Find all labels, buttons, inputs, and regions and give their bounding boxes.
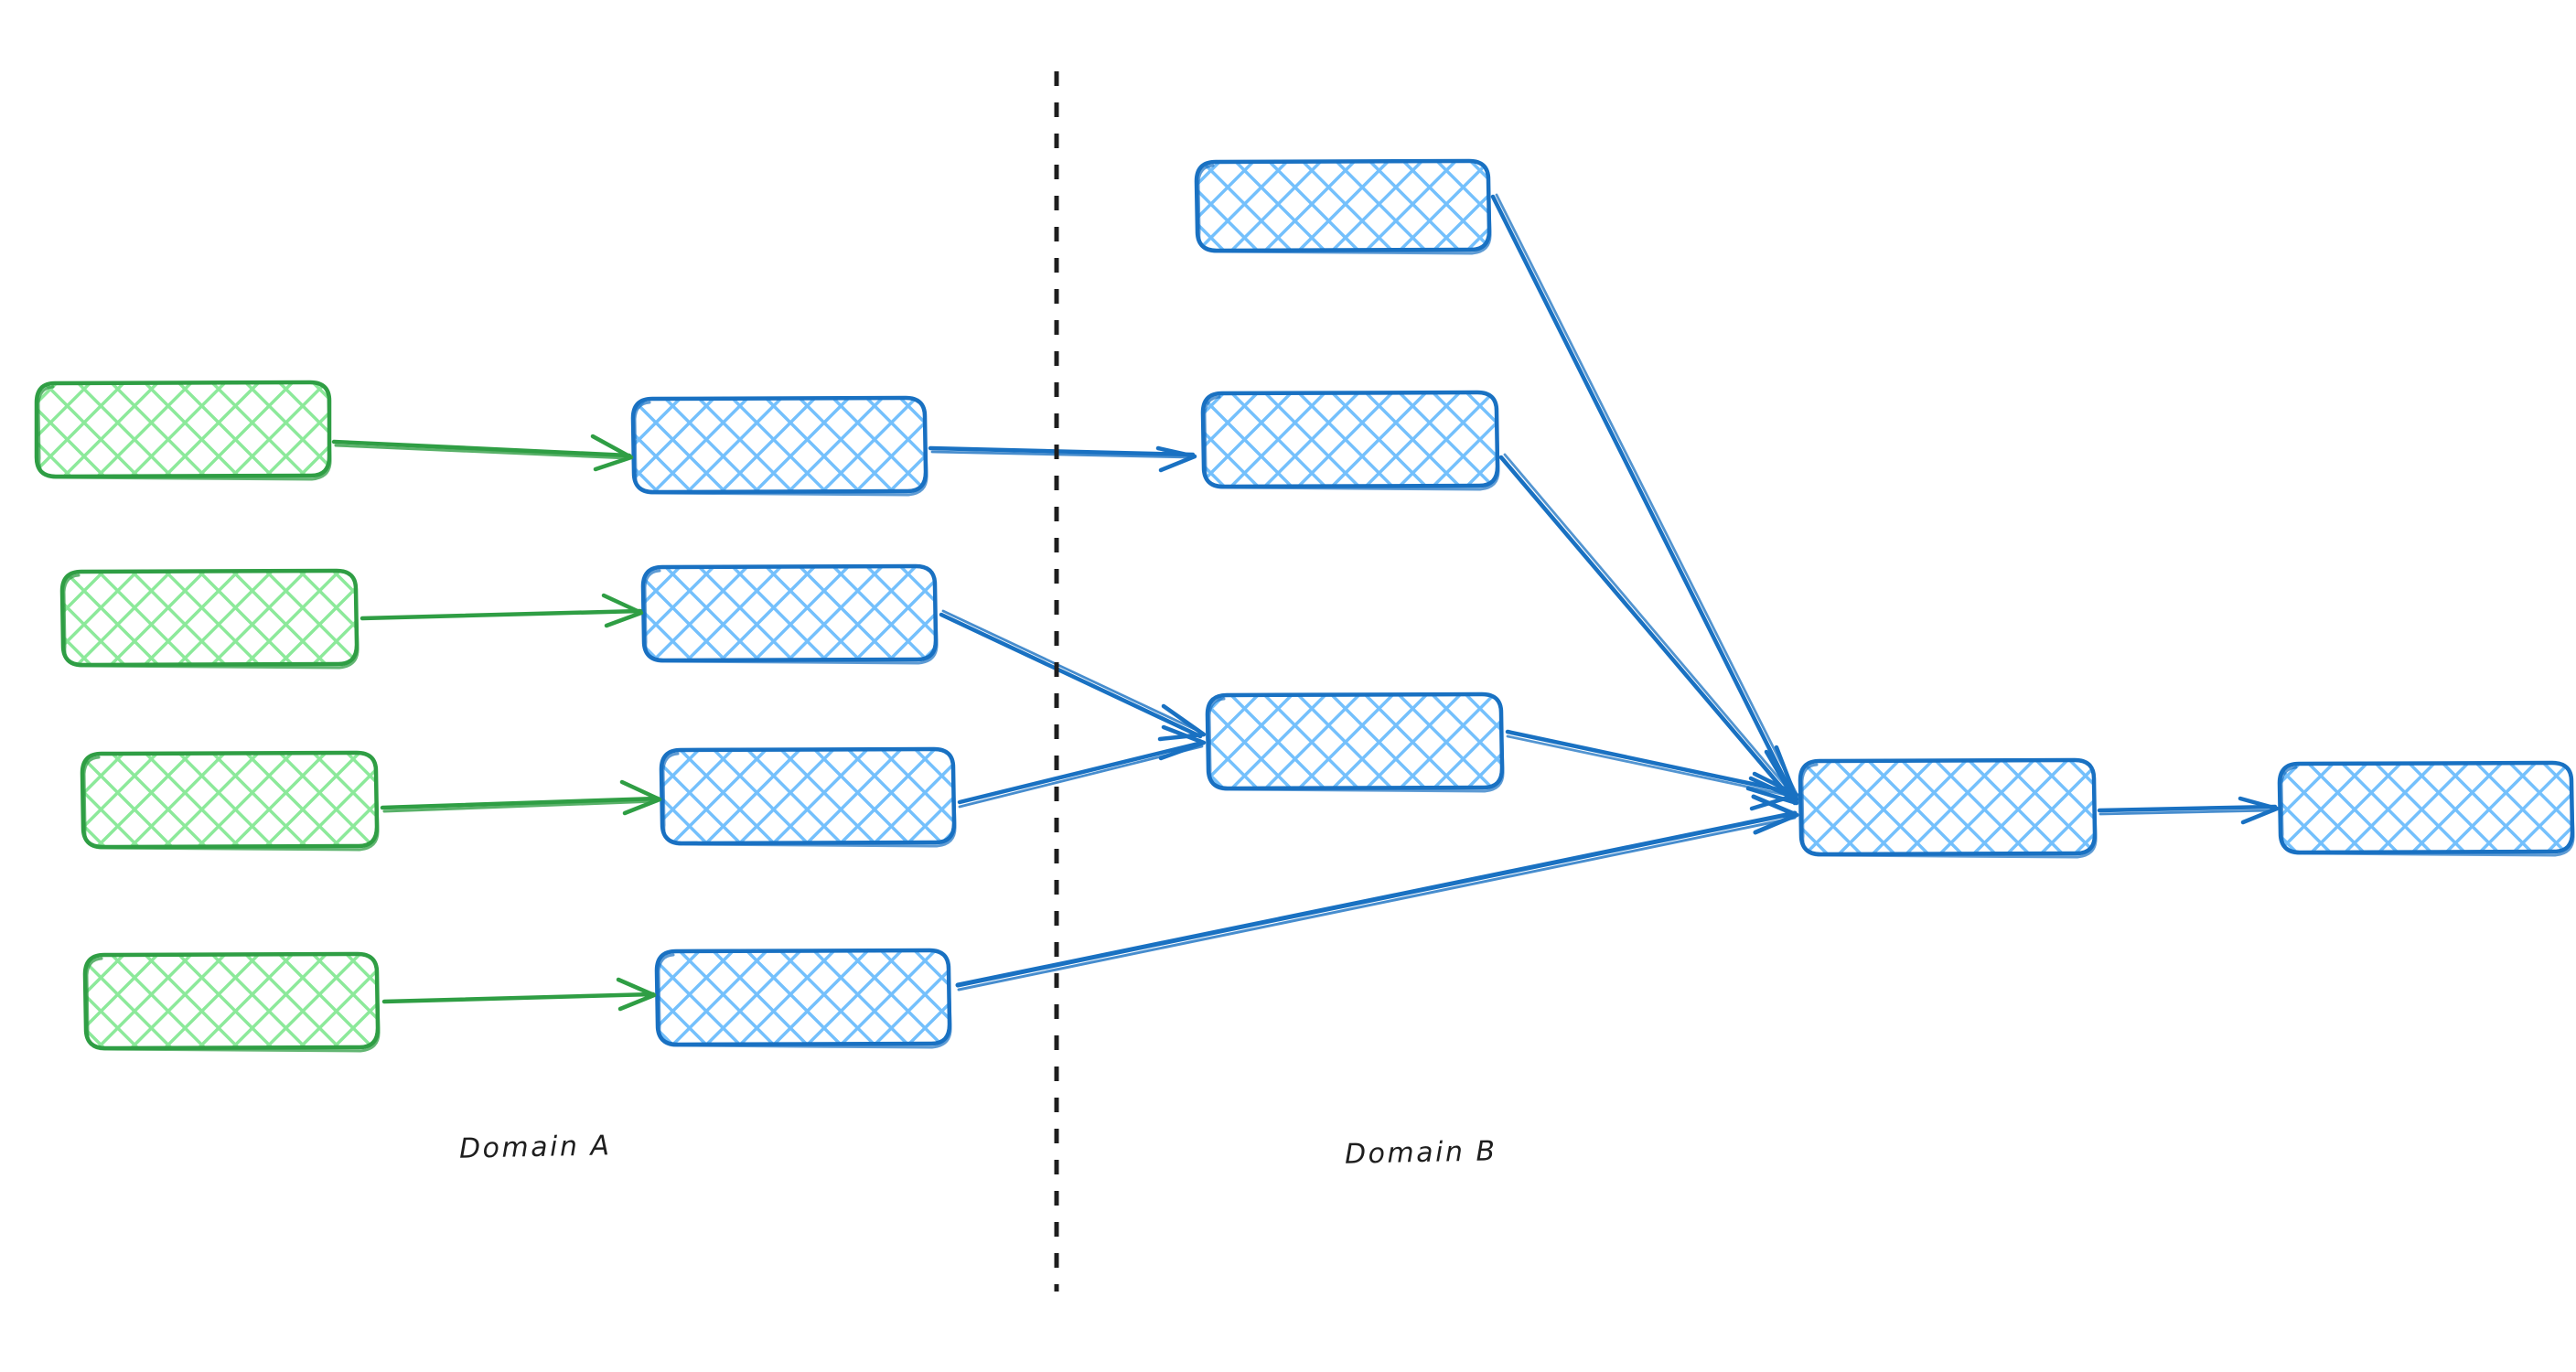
edge-e10 [1498, 453, 1800, 806]
node-a-proc-3[interactable] [659, 746, 957, 848]
edge-e7 [957, 724, 1207, 809]
edge-e1 [331, 434, 634, 472]
node-b-node-3[interactable] [1205, 691, 1505, 793]
node-a-src-4[interactable] [82, 951, 381, 1053]
node-a-src-1[interactable] [34, 380, 332, 481]
edge-e8 [955, 794, 1799, 991]
domain-a-label: Domain A [458, 1130, 612, 1165]
node-b-node-2[interactable] [1200, 390, 1500, 491]
edge-e5 [928, 445, 1197, 473]
node-a-src-2[interactable] [59, 568, 360, 670]
node-b-out[interactable] [2277, 760, 2575, 857]
edge-e11 [1505, 729, 1799, 811]
edge-e12 [2097, 796, 2280, 825]
domain-b-label: Domain B [1344, 1135, 1497, 1171]
node-b-merge[interactable] [1798, 757, 2098, 859]
node-a-src-3[interactable] [80, 750, 380, 852]
edge-e4 [381, 977, 657, 1012]
node-b-node-1[interactable] [1194, 158, 1492, 255]
node-a-proc-4[interactable] [654, 948, 952, 1049]
edge-e2 [360, 593, 644, 628]
edge-e6 [939, 609, 1207, 742]
edge-e3 [380, 779, 662, 816]
edge-e9 [1490, 193, 1800, 802]
node-a-proc-2[interactable] [640, 563, 939, 665]
node-a-proc-1[interactable] [630, 395, 928, 497]
